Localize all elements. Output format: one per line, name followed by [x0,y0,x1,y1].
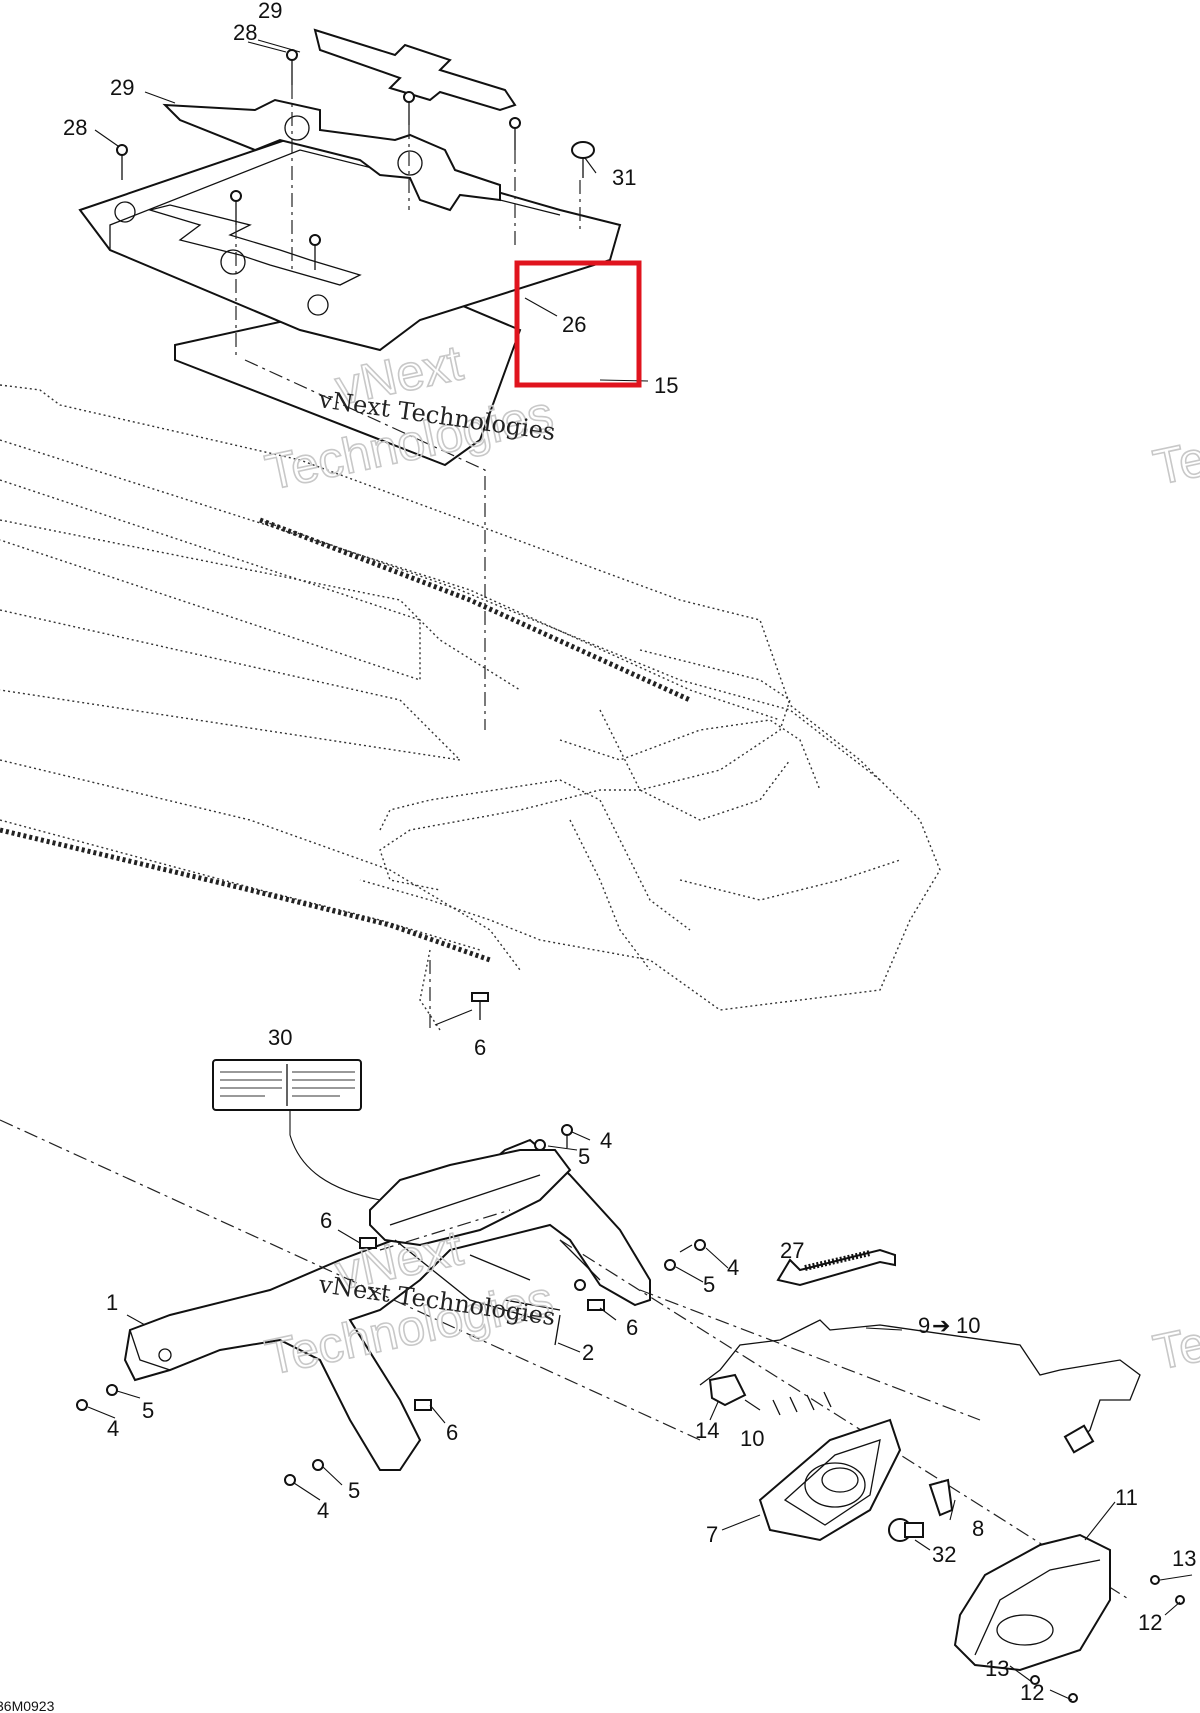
callout-26: 26 [562,312,586,337]
callout-29-left: 29 [110,75,134,100]
plate-hole [220,249,246,275]
callout-numbers: 29 28 29 28 31 26 15 6 30 4 5 6 27 4 5 1… [63,0,1196,1705]
callout-5-b: 5 [703,1272,715,1297]
callout-6-b: 6 [320,1208,332,1233]
wiring-harness [699,1248,1141,1454]
screw-6-top [429,960,489,1030]
callout-12-b: 12 [1020,1680,1044,1705]
leader-lines [87,39,1193,1701]
plate-hole [114,201,136,223]
callout-2: 2 [582,1340,594,1365]
plate-hole [307,294,329,316]
tunnel-frame [0,384,941,1031]
callout-4-d: 4 [317,1498,329,1523]
callout-10-a: 10 [956,1313,980,1338]
highlight-box [514,260,642,388]
bracket-front [162,98,501,212]
callout-30: 30 [268,1025,292,1050]
bracket-hole [284,115,310,141]
plate-channel [147,204,362,286]
callout-13-a: 13 [1172,1546,1196,1571]
watermark-text-right-mid: Technologies [1149,1265,1200,1380]
callout-4-b: 4 [727,1255,739,1280]
callout-9-arrow: ➔ [932,1313,950,1338]
callout-6-c: 6 [626,1315,638,1340]
taillight-assembly [758,1418,1185,1703]
screws [116,49,595,270]
callout-28-top: 28 [233,20,257,45]
callout-28-left: 28 [63,115,87,140]
tunnel-edge-teeth [0,827,491,963]
callout-4-c: 4 [107,1416,119,1441]
callout-15: 15 [654,373,678,398]
callout-31: 31 [612,165,636,190]
tunnel-edge-teeth [259,517,692,703]
callout-6-top: 6 [474,1035,486,1060]
callout-12-a: 12 [1138,1610,1162,1635]
alignment-lines [235,85,581,730]
callout-4-a: 4 [600,1128,612,1153]
callout-5-a: 5 [578,1144,590,1169]
callout-13-b: 13 [985,1656,1009,1681]
handle-hardware [0,1119,1131,1601]
warning-label [212,1059,381,1201]
callout-7: 7 [706,1522,718,1547]
watermark-text-right-top: Technologies [1149,380,1200,495]
callout-27: 27 [780,1238,804,1263]
callout-10-b: 10 [740,1426,764,1451]
callout-9: 9 [918,1313,930,1338]
callout-14: 14 [695,1418,719,1443]
seat-plate-assembly [78,28,622,730]
bracket-hole [397,150,423,176]
callout-5-c: 5 [142,1398,154,1423]
callout-1: 1 [106,1290,118,1315]
callout-6-d: 6 [446,1420,458,1445]
callout-8: 8 [972,1516,984,1541]
drawing-code: 36M0923 [0,1698,55,1713]
callout-5-d: 5 [348,1478,360,1503]
callout-32: 32 [932,1542,956,1567]
callout-11: 11 [1115,1485,1138,1510]
bracket-rear [313,28,517,112]
grab-handle [123,1138,651,1471]
callout-29-top: 29 [258,0,282,23]
base-plate [78,133,622,352]
